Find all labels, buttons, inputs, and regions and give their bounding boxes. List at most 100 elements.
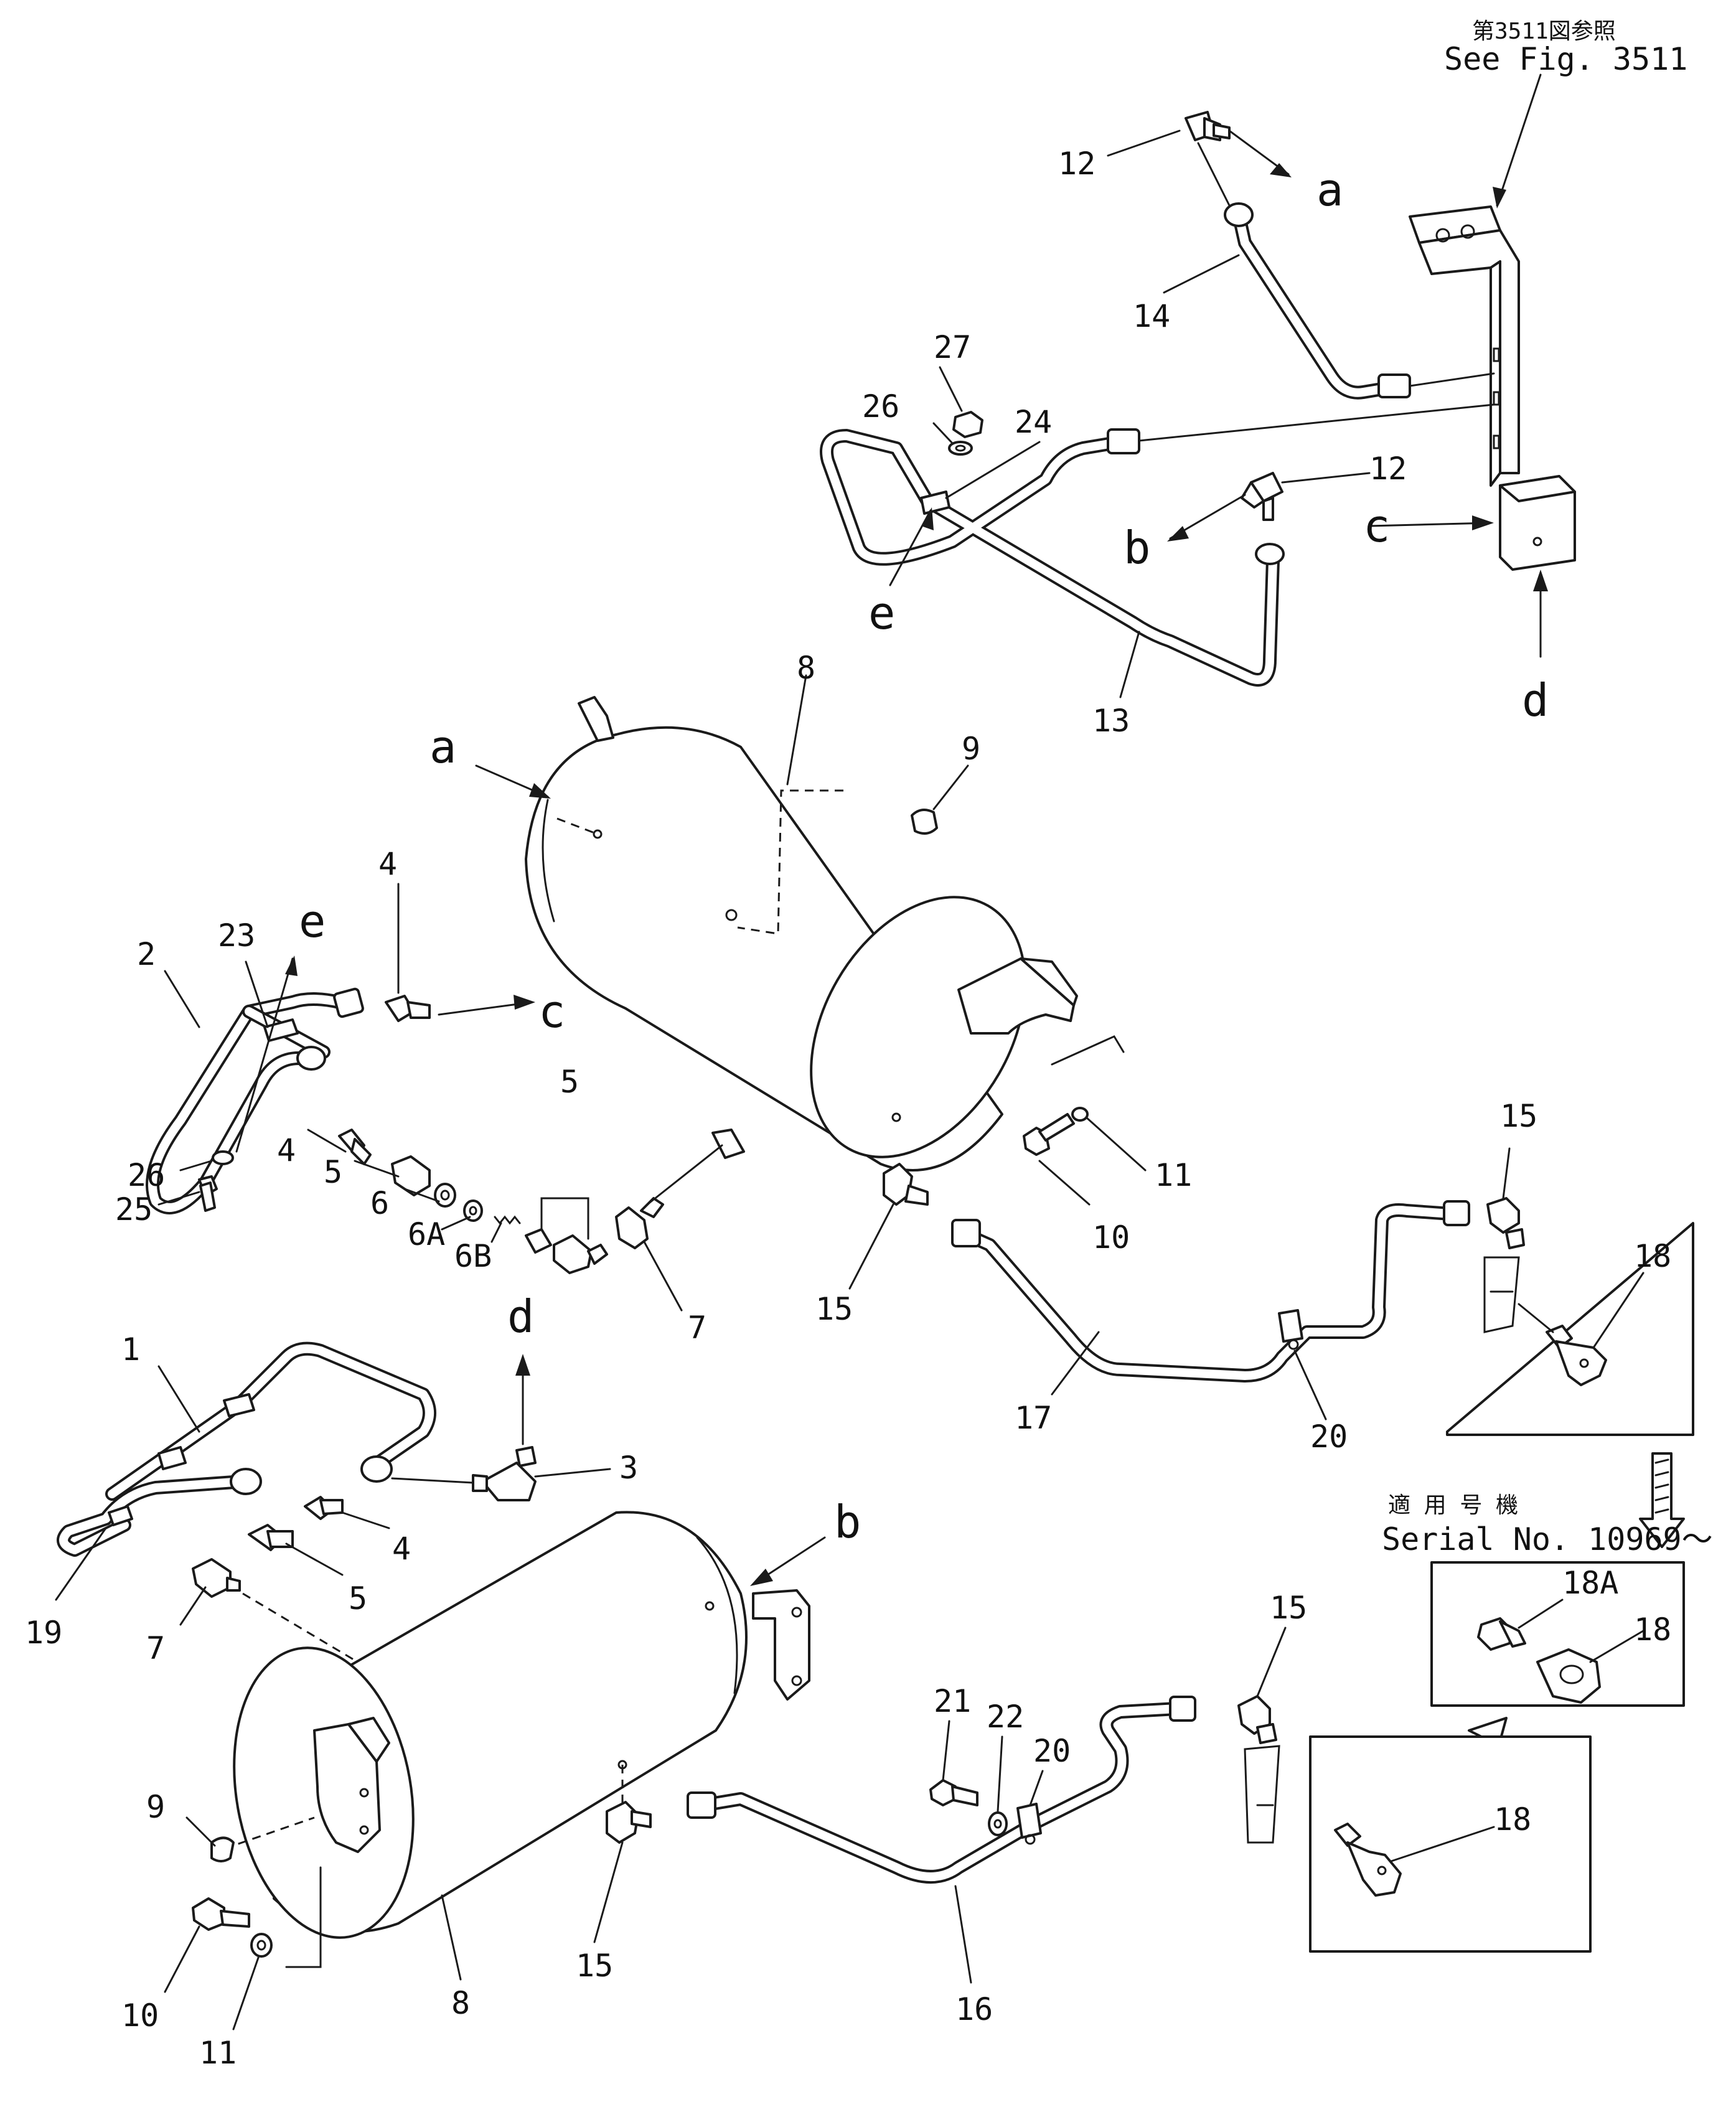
- bracket-5: [540, 1197, 589, 1240]
- elbow-15-upper-right: [1486, 1197, 1525, 1249]
- inset-governor-serial: [1430, 1561, 1685, 1707]
- callout-26-lower: 26: [128, 1157, 165, 1193]
- callout-10-upper: 10: [1092, 1219, 1130, 1256]
- callout-13: 13: [1092, 703, 1130, 739]
- view-letter-a-tank: a: [429, 721, 456, 773]
- elbow-3: [472, 1446, 537, 1501]
- callout-11-upper: 11: [1155, 1157, 1192, 1193]
- reference-jp: 第3511図参照: [1472, 19, 1616, 44]
- callout-24: 24: [1015, 404, 1052, 440]
- view-letter-e-pipe2: e: [299, 895, 326, 947]
- callout-18-serial: 18: [1634, 1612, 1671, 1648]
- pipe-17: [951, 1200, 1470, 1383]
- callout-7-lower: 7: [146, 1630, 165, 1666]
- check-valve-5-lower: [248, 1524, 294, 1551]
- callout-4-top: 4: [378, 846, 397, 882]
- serial-note: 適 用 号 機 Serial No. 10969～: [1382, 1493, 1713, 1557]
- bolt-25: [198, 1175, 218, 1212]
- callout-9-upper: 9: [962, 731, 980, 767]
- callout-12-top: 12: [1058, 146, 1096, 182]
- callout-11-lower: 11: [199, 2035, 237, 2071]
- callout-10-lower: 10: [121, 1998, 159, 2034]
- check-valve-5: [525, 1228, 608, 1274]
- callout-5-lower: 5: [349, 1580, 367, 1617]
- callout-15-upper-right: 15: [1500, 1098, 1537, 1134]
- callout-7-upper: 7: [688, 1310, 706, 1346]
- callout-14: 14: [1133, 298, 1170, 334]
- hatched-arrow-down: [1639, 1452, 1685, 1548]
- elbow-fitting-12-mid: [1241, 472, 1283, 521]
- clamp-20-lower: [1016, 1803, 1042, 1845]
- clamps-pipe-1: [108, 1393, 255, 1526]
- pipe-16: [687, 1696, 1196, 1884]
- leader-11-lower: [285, 1866, 322, 1968]
- callout-4-lower: 4: [392, 1531, 411, 1567]
- nut-27: [952, 411, 983, 438]
- callout-26-top: 26: [862, 388, 899, 425]
- view-letter-c-fitting: c: [538, 985, 565, 1038]
- view-letters: a b c d e a e c d b: [299, 164, 1549, 1548]
- plug-9-upper: [911, 809, 938, 835]
- view-letter-d-fitting: d: [507, 1290, 534, 1343]
- callout-22: 22: [987, 1699, 1024, 1735]
- spring-6B: [494, 1215, 521, 1225]
- plug-9-lower: [210, 1836, 235, 1862]
- callout-17: 17: [1015, 1400, 1052, 1436]
- callout-8-upper: 8: [797, 650, 815, 686]
- callout-16: 16: [955, 1991, 993, 2027]
- elbow-7-upper: [615, 1197, 664, 1249]
- clamp-24: [920, 491, 950, 515]
- reference-en: See Fig. 3511: [1444, 41, 1687, 77]
- elbow-7-lower: [192, 1558, 241, 1598]
- callout-5-row: 5: [324, 1154, 342, 1190]
- nipple-4-row: [338, 1129, 372, 1165]
- air-tank-8-upper: [525, 696, 1078, 1171]
- callout-18A: 18A: [1562, 1565, 1618, 1601]
- reference-note: 第3511図参照 See Fig. 3511: [1444, 19, 1687, 77]
- washer-22: [988, 1811, 1008, 1836]
- callout-18-lower: 18: [1494, 1801, 1531, 1838]
- callout-3: 3: [619, 1450, 638, 1486]
- nipple-4-lower: [304, 1496, 344, 1520]
- leader-lines: [55, 73, 1645, 2030]
- inset-governor-lower: [1309, 1735, 1592, 1953]
- elbow-15-upper-left: [883, 1163, 929, 1206]
- callout-21: 21: [934, 1683, 971, 1719]
- serial-en: Serial No. 10969～: [1382, 1521, 1713, 1557]
- frame-bracket: [1409, 205, 1576, 571]
- callout-8-lower: 8: [451, 1985, 470, 2021]
- view-letter-d-bracket: d: [1522, 674, 1549, 726]
- inset-governor-upper: [1446, 1222, 1694, 1436]
- callout-15-upper-left: 15: [815, 1291, 853, 1327]
- view-letter-a-fitting: a: [1316, 164, 1343, 216]
- callout-27: 27: [934, 329, 971, 365]
- washer-26-lower: [212, 1150, 234, 1165]
- callout-12-mid: 12: [1369, 451, 1407, 487]
- bracket-lower-right: [1244, 1745, 1280, 1844]
- bolt-21: [929, 1779, 978, 1806]
- callout-23: 23: [218, 918, 255, 954]
- callout-20-lower: 20: [1033, 1733, 1071, 1769]
- pipe-1: [57, 1341, 436, 1557]
- air-tank-8-lower: [223, 1511, 810, 1939]
- serial-jp: 適 用 号 機: [1388, 1493, 1518, 1518]
- clamp-20-upper: [1278, 1309, 1303, 1350]
- callout-9-lower: 9: [146, 1789, 165, 1825]
- callout-18-upper: 18: [1634, 1238, 1671, 1274]
- callout-15-lower-left: 15: [576, 1948, 613, 1984]
- elbow-15-lower-right: [1237, 1695, 1277, 1744]
- callout-4-row: 4: [277, 1132, 296, 1168]
- view-letter-b-fitting: b: [1124, 522, 1150, 574]
- elbow-15-lower-left: [606, 1801, 652, 1844]
- callout-6: 6: [370, 1185, 389, 1221]
- pipe-13: [820, 403, 1495, 687]
- washer-6A: [463, 1199, 483, 1222]
- callout-6A: 6A: [408, 1216, 445, 1252]
- pipe-2: [146, 987, 364, 1214]
- nut-5-row: [391, 1155, 431, 1196]
- view-letter-e-pipe13: e: [868, 587, 895, 639]
- washer-26-top: [948, 441, 973, 456]
- drain-bolt-10-lower: [192, 1897, 250, 1931]
- callout-15-lower-right: 15: [1270, 1590, 1307, 1626]
